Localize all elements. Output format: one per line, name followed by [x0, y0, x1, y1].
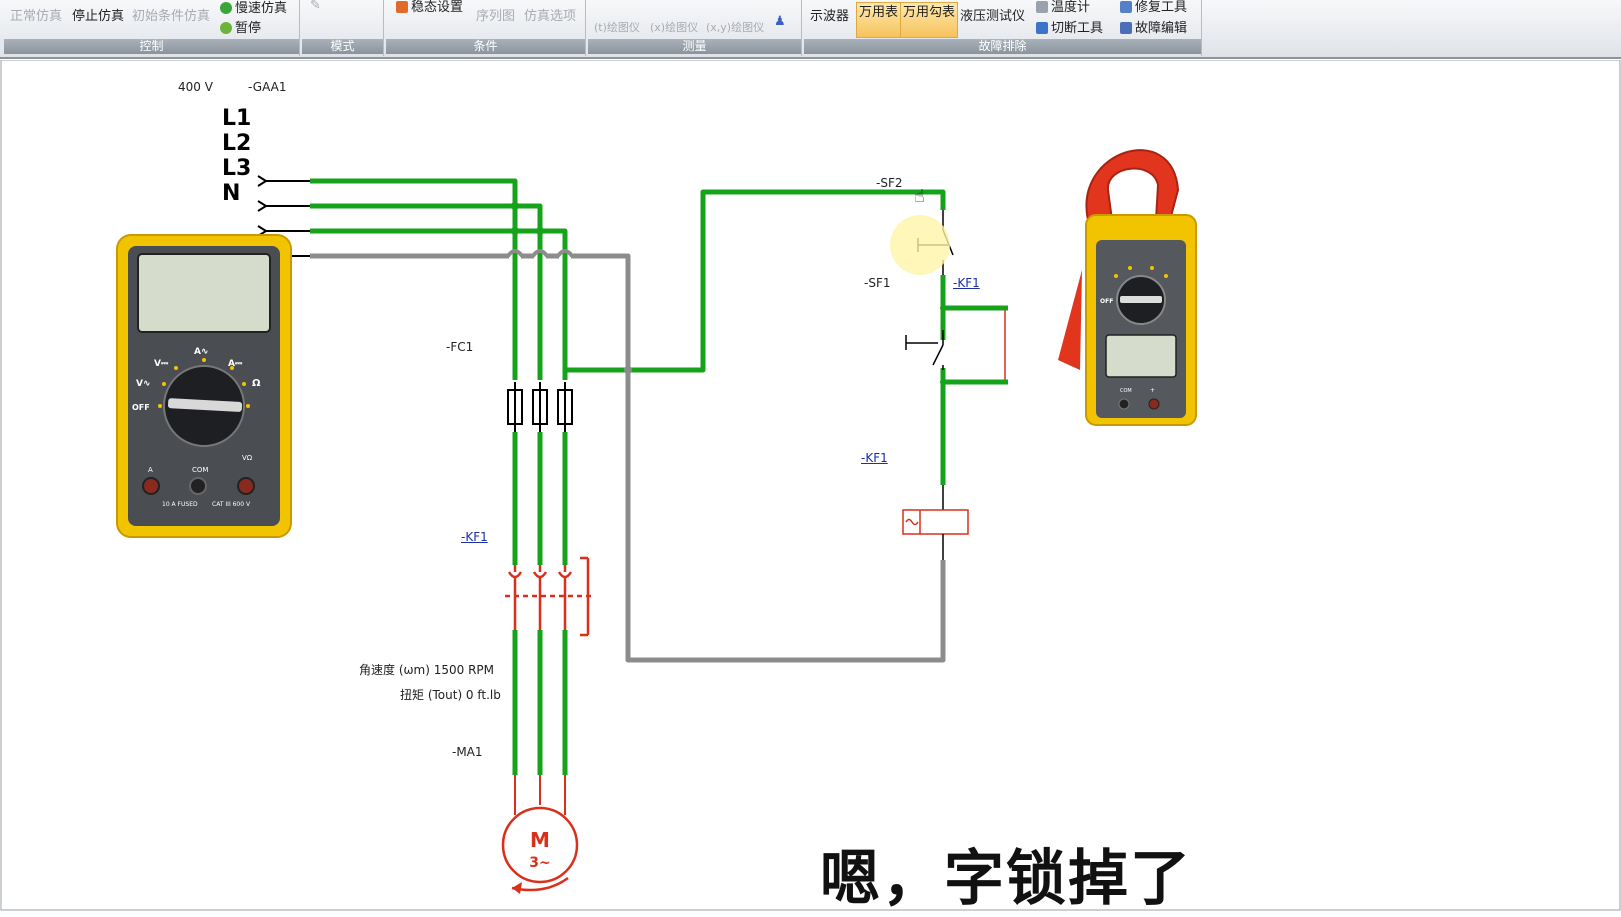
clamp-plus-jack[interactable] — [1148, 398, 1160, 410]
coil-link[interactable]: -KF1 — [861, 451, 888, 465]
contactor-main-contacts[interactable] — [505, 556, 592, 637]
source-label: -GAA1 — [248, 80, 287, 94]
mm-vohm-label: VΩ — [242, 454, 253, 462]
fault-edit-button[interactable]: 故障编辑 — [1120, 17, 1187, 36]
mm-vdc-label: V⎓ — [154, 359, 169, 369]
repair-tool-icon — [1120, 1, 1132, 13]
pause-icon — [220, 22, 232, 34]
motor-phase-label: 3~ — [529, 855, 550, 871]
plotter-xy-button[interactable]: (x,y)绘图仪 — [706, 21, 765, 34]
repair-tool-label: 修复工具 — [1135, 0, 1188, 15]
fuse-symbols[interactable] — [507, 382, 573, 432]
mm-vohm-jack[interactable] — [237, 477, 255, 495]
thermometer-label: 温度计 — [1051, 0, 1091, 15]
control-group-label: 控制 — [4, 39, 299, 54]
slow-sim-button[interactable]: 慢速仿真 — [220, 0, 287, 16]
mode-icon[interactable]: ✎ — [310, 0, 321, 13]
probe-icon[interactable]: ♟ — [774, 14, 786, 29]
pause-label: 暂停 — [235, 21, 262, 36]
ribbon-toolbar: 正常仿真 停止仿真 初始条件仿真 慢速仿真 暂停 控制 ✎ 模式 稳态设置 序列… — [0, 0, 1621, 59]
fault-edit-icon — [1120, 22, 1132, 34]
start-switch-symbol[interactable] — [905, 330, 944, 370]
mode-group-label: 模式 — [302, 39, 383, 54]
mm-ohm-label: Ω — [252, 378, 261, 389]
motor-label: -MA1 — [452, 745, 483, 759]
sim-options-button[interactable]: 仿真选项 — [524, 9, 577, 24]
line-l2-label: L2 — [222, 131, 252, 156]
start-switch-label: -SF1 — [864, 276, 891, 290]
multimeter-display — [137, 253, 271, 333]
clamp-com-jack[interactable] — [1118, 398, 1130, 410]
mm-aac-label: A∿ — [194, 347, 209, 357]
cut-tool-icon — [1036, 22, 1048, 34]
clamp-jaw — [1085, 149, 1180, 221]
line-n-label: N — [222, 181, 241, 206]
mm-off-label: OFF — [132, 403, 150, 412]
clamp-com-label: COM — [1120, 388, 1132, 394]
plotter-x-button[interactable]: (x)绘图仪 — [650, 21, 699, 34]
mode-group: ✎ 模式 — [302, 0, 384, 56]
multimeter-button[interactable]: 万用表 — [856, 2, 902, 38]
steady-state-icon — [396, 1, 408, 13]
thermometer-button[interactable]: 温度计 — [1036, 0, 1090, 15]
control-group: 正常仿真 停止仿真 初始条件仿真 慢速仿真 暂停 控制 — [4, 0, 300, 56]
steady-state-label: 稳态设置 — [411, 0, 464, 15]
stop-sim-button[interactable]: 停止仿真 — [72, 9, 125, 24]
plotter-t-button[interactable]: (t)绘图仪 — [594, 21, 640, 34]
clamp-meter-device[interactable]: OFF COM + — [1058, 130, 1208, 430]
cut-tool-label: 切断工具 — [1051, 21, 1104, 36]
hydraulic-tester-button[interactable]: 液压测试仪 — [960, 9, 1026, 24]
speed-readout: 角速度 (ωm) 1500 RPM — [359, 663, 495, 677]
holding-contact-link[interactable]: -KF1 — [953, 276, 980, 290]
contactor-link[interactable]: -KF1 — [461, 530, 488, 544]
mm-a-label: A — [148, 466, 153, 474]
mm-a-jack[interactable] — [142, 477, 160, 495]
voltage-label: 400 V — [178, 80, 213, 94]
torque-readout: 扭矩 (Tout) 0 ft.lb — [400, 688, 501, 702]
condition-group-label: 条件 — [386, 39, 585, 54]
clamp-display — [1105, 334, 1177, 378]
stop-switch-label: -SF2 — [876, 176, 903, 190]
coil-symbol[interactable] — [902, 485, 969, 560]
troubleshoot-group-label: 故障排除 — [804, 39, 1201, 54]
clamp-off-label: OFF — [1100, 298, 1113, 305]
mm-adc-label: A⎓ — [228, 359, 243, 369]
init-condition-sim-button[interactable]: 初始条件仿真 — [132, 9, 211, 24]
normal-sim-button[interactable]: 正常仿真 — [10, 9, 63, 24]
measure-group: (t)绘图仪 (x)绘图仪 (x,y)绘图仪 ♟ 测量 — [588, 0, 802, 56]
troubleshoot-group: 示波器 万用表 万用勾表 液压测试仪 温度计 切断工具 修复工具 故障编辑 故障… — [804, 0, 1202, 56]
clamp-meter-button[interactable]: 万用勾表 — [900, 2, 959, 38]
hand-cursor-icon: ☝ — [914, 186, 925, 207]
line-l3-label: L3 — [222, 156, 252, 181]
pause-button[interactable]: 暂停 — [220, 17, 261, 36]
fuse-label: -FC1 — [446, 340, 474, 354]
multimeter-device[interactable]: V⎓ A∿ A⎓ V∿ Ω OFF A COM VΩ 10 A FUSED CA… — [116, 234, 292, 539]
measure-group-label: 测量 — [588, 39, 801, 54]
slow-sim-label: 慢速仿真 — [235, 1, 288, 16]
mm-com-jack[interactable] — [189, 477, 207, 495]
condition-group: 稳态设置 序列图 仿真选项 条件 — [386, 0, 586, 56]
schematic-canvas[interactable]: M 3~ 400 V -GAA1 L1 L2 L3 N -FC1 -KF1 -S… — [0, 60, 1621, 914]
motor-m-label: M — [530, 828, 550, 852]
motor-symbol[interactable]: M 3~ — [501, 775, 579, 894]
fault-edit-label: 故障编辑 — [1135, 21, 1188, 36]
mm-cat-label: CAT III 600 V — [212, 501, 251, 508]
cut-tool-button[interactable]: 切断工具 — [1036, 17, 1103, 36]
cursor-highlight — [890, 215, 950, 275]
video-subtitle: 嗯，字锁掉了 — [820, 844, 1192, 914]
sequence-chart-button[interactable]: 序列图 — [476, 9, 516, 24]
oscilloscope-button[interactable]: 示波器 — [810, 9, 850, 24]
mm-com-label: COM — [192, 466, 208, 474]
slow-sim-icon — [220, 2, 232, 14]
line-l1-label: L1 — [222, 106, 252, 131]
steady-state-button[interactable]: 稳态设置 — [396, 0, 463, 15]
thermometer-icon — [1036, 1, 1048, 13]
repair-tool-button[interactable]: 修复工具 — [1120, 0, 1187, 15]
mm-fused-label: 10 A FUSED — [162, 501, 198, 508]
clamp-plus-label: + — [1150, 387, 1155, 394]
mm-vac-label: V∿ — [136, 379, 151, 389]
